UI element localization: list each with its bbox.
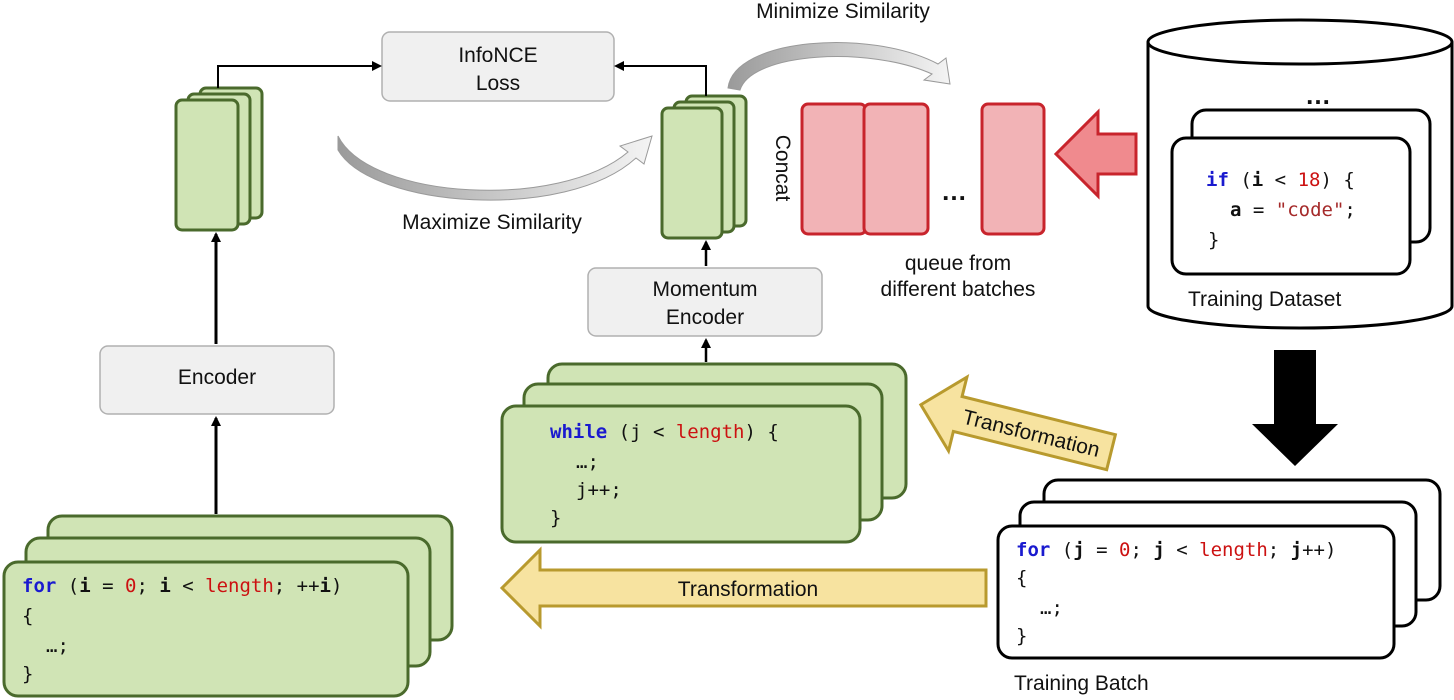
infonce-loss-box: InfoNCE Loss xyxy=(381,31,615,102)
encoder-input-code-line2: { xyxy=(22,605,33,627)
queue-label-line2: different batches xyxy=(881,278,1036,301)
transformation-arrow-bottom xyxy=(499,546,988,630)
training-batch-label: Training Batch xyxy=(1014,672,1149,695)
queue-item xyxy=(862,102,930,236)
transformation-label-bottom: Transformation xyxy=(678,578,818,601)
queue-label-line1: queue from xyxy=(905,252,1011,275)
batch-code-line1: for (j = 0; j < length; j++) xyxy=(1016,539,1336,561)
arrow-to-infonce-right xyxy=(614,61,707,96)
momentum-output-stack xyxy=(660,94,748,240)
infonce-label-line1: InfoNCE xyxy=(458,44,537,67)
training-batch-stack: for (j = 0; j < length; j++) { …; } xyxy=(996,478,1442,660)
encoder-input-code-stack: for (i = 0; i < length; ++i) { …; } xyxy=(2,514,454,698)
dataset-code-line1: if (i < 18) { xyxy=(1206,169,1355,191)
concat-label: Concat xyxy=(771,135,794,202)
dataset-to-queue-arrow xyxy=(1053,108,1138,200)
maximize-curved-arrow xyxy=(337,135,653,201)
momentum-input-code-stack: while (j < length) { …; j++; } xyxy=(500,362,908,544)
queue-item xyxy=(980,102,1046,236)
encoder-output-stack xyxy=(174,86,264,232)
momentum-encoder-label-line2: Encoder xyxy=(666,306,744,329)
momentum-input-code-line1: while (j < length) { xyxy=(550,421,779,443)
encoder-box: Encoder xyxy=(99,345,335,415)
queue-item xyxy=(800,102,868,236)
encoder-label: Encoder xyxy=(178,366,256,389)
queue: … xyxy=(800,102,1046,236)
momentum-encoder-box: Momentum Encoder xyxy=(587,267,823,337)
dataset-ellipsis: … xyxy=(1305,80,1331,110)
momentum-input-code-line2: …; xyxy=(576,451,599,473)
minimize-similarity-label: Minimize Similarity xyxy=(756,0,930,23)
momentum-input-code-line4: } xyxy=(550,507,561,529)
encoder-input-code-line3: …; xyxy=(46,635,69,657)
encoder-input-code-line1: for (i = 0; i < length; ++i) xyxy=(22,575,342,597)
momentum-encoder-label-line1: Momentum xyxy=(652,278,757,301)
dataset-to-batch-arrow xyxy=(1252,350,1338,466)
batch-code-line2: { xyxy=(1016,567,1027,589)
minimize-curved-arrow xyxy=(727,42,951,91)
maximize-similarity-label: Maximize Similarity xyxy=(402,211,582,234)
queue-ellipsis: … xyxy=(941,176,967,206)
batch-code-line3: …; xyxy=(1040,597,1063,619)
transformation-arrow-right: Transformation xyxy=(918,373,1118,472)
infonce-label-line2: Loss xyxy=(476,72,520,95)
training-dataset-cylinder: … if (i < 18) { a = "code"; } Training D… xyxy=(1146,18,1454,330)
arrow-to-infonce-left xyxy=(217,61,382,88)
training-dataset-label: Training Dataset xyxy=(1188,288,1341,311)
dataset-code-line2: a = "code"; xyxy=(1230,199,1356,221)
batch-code-line4: } xyxy=(1016,625,1027,647)
encoder-input-code-line4: } xyxy=(22,663,33,685)
momentum-input-code-line3: j++; xyxy=(576,479,622,501)
dataset-code-line3: } xyxy=(1208,229,1219,251)
